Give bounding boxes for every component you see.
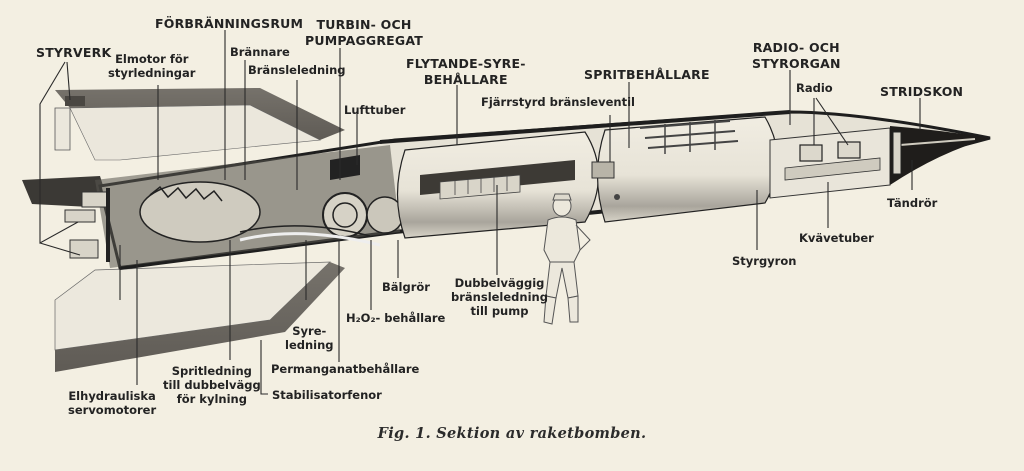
label-spritbehallare: SPRITBEHÅLLARE bbox=[584, 67, 710, 82]
label-flytande-syrebehallare: FLYTANDE-SYRE- BEHÅLLARE bbox=[406, 56, 526, 87]
label-forbranningsrum: FÖRBRÄNNINGSRUM bbox=[155, 16, 304, 31]
label-tandror: Tändrör bbox=[887, 196, 938, 210]
label-elhydrauliska-servomotorer: Elhydrauliska servomotorer bbox=[68, 389, 157, 417]
label-fjarrstyrd-bransleventil: Fjärrstyrd bränsleventil bbox=[481, 95, 635, 109]
fuel-valve bbox=[591, 161, 615, 179]
label-turbin-pumpaggregat: TURBIN- OCH PUMPAGGREGAT bbox=[305, 17, 424, 48]
figure-caption: Fig. 1. Sektion av raketbomben. bbox=[377, 425, 647, 442]
label-permanganatbehallare: Permanganatbehållare bbox=[271, 362, 420, 376]
upper-stabilizer-fin bbox=[54, 88, 345, 161]
label-h2o2-behallare: H₂O₂- behållare bbox=[346, 311, 446, 325]
soldier-figure bbox=[543, 193, 591, 325]
label-kvavetuber: Kvävetuber bbox=[799, 231, 874, 245]
warhead bbox=[890, 126, 990, 185]
label-bransleledning: Bränsleledning bbox=[248, 63, 346, 77]
label-styrgyron: Styrgyron bbox=[732, 254, 797, 268]
alcohol-tank bbox=[596, 116, 779, 223]
label-lufttuber: Lufttuber bbox=[344, 103, 406, 117]
label-balgror: Bälgrör bbox=[382, 280, 430, 294]
leader-lines bbox=[39, 30, 921, 395]
label-radio-och-styrorgan: RADIO- OCH STYRORGAN bbox=[752, 40, 841, 71]
lower-stabilizer-fin bbox=[54, 261, 345, 372]
label-styrverk: STYRVERK bbox=[36, 45, 112, 60]
label-dubbelvaggig-bransleledning: Dubbelväggig bränsleledning till pump bbox=[451, 276, 548, 318]
engine-section bbox=[64, 145, 404, 268]
combustion-chamber bbox=[139, 181, 261, 243]
label-spritledning: Spritledning till dubbelvägg för kylning bbox=[163, 364, 261, 406]
label-brannare: Brännare bbox=[230, 45, 290, 59]
label-elmotor: Elmotor för styrledningar bbox=[108, 52, 196, 80]
label-stabilisatorfenor: Stabilisatorfenor bbox=[272, 388, 382, 402]
label-stridskon: STRIDSKON bbox=[880, 84, 964, 99]
liquid-oxygen-tank bbox=[396, 131, 600, 239]
label-syreledning: Syre- ledning bbox=[285, 324, 334, 352]
label-radio: Radio bbox=[796, 81, 833, 95]
control-compartment bbox=[769, 127, 891, 199]
